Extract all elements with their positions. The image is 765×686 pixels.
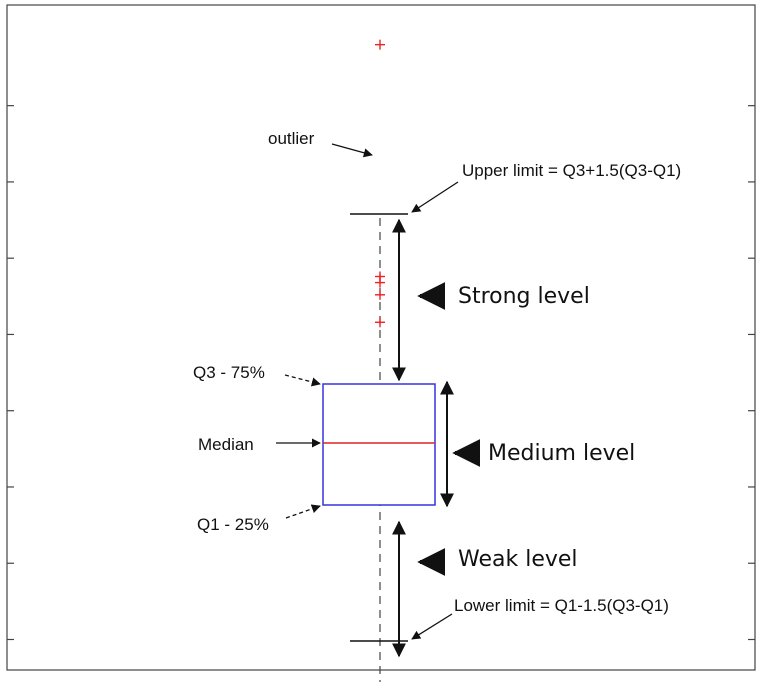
q1-pointer [285, 504, 321, 519]
lower-limit-label: Lower limit = Q1-1.5(Q3-Q1) [454, 596, 669, 615]
outlier-label: outlier [268, 129, 315, 148]
strong-level-label: Strong level [458, 284, 590, 309]
lower-limit-pointer [411, 613, 453, 640]
y-axis-ticks [7, 105, 755, 641]
outlier-pointer [331, 143, 373, 158]
medium-level-label: Medium level [488, 441, 635, 466]
outlier-marker [375, 39, 385, 50]
outlier-marker [375, 317, 385, 328]
outlier-marker [375, 289, 385, 300]
iqr-box [322, 383, 436, 506]
outlier-markers [375, 39, 385, 328]
outlier-marker [375, 271, 385, 282]
upper-limit-label: Upper limit = Q3+1.5(Q3-Q1) [462, 161, 681, 180]
plot-frame [6, 4, 756, 671]
q1-label: Q1 - 25% [197, 515, 269, 534]
upper-limit-pointer [411, 181, 459, 213]
median-label: Median [198, 435, 254, 454]
q3-label: Q3 - 75% [193, 363, 265, 382]
weak-level-label: Weak level [458, 547, 578, 572]
q3-pointer [284, 374, 321, 387]
